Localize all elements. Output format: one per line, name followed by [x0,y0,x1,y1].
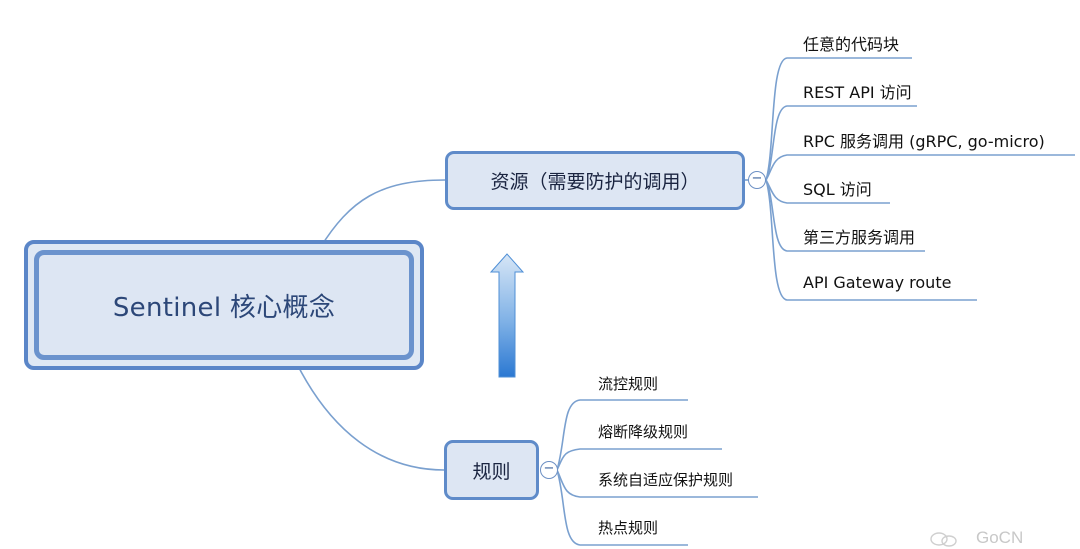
resource-item-sql[interactable]: SQL 访问 [803,180,872,199]
resource-node-label: 资源（需要防护的调用） [490,171,700,193]
wechat-logo-icon [930,532,957,547]
rule-item-flow-control[interactable]: 流控规则 [598,375,659,393]
up-arrow-icon [489,253,525,378]
resource-item-api-gateway[interactable]: API Gateway route [803,273,952,292]
rule-node-label: 规则 [472,460,511,483]
collapse-icon: − [543,461,555,476]
resource-collapse-button[interactable]: − [748,171,766,189]
rule-node[interactable]: 规则 [444,440,539,500]
connector-root-rule [295,361,445,471]
resource-item-third-party[interactable]: 第三方服务调用 [803,228,916,247]
resource-node[interactable]: 资源（需要防护的调用） [445,151,745,210]
resource-item-rpc[interactable]: RPC 服务调用 (gRPC, go-micro) [803,132,1045,151]
resource-item-rest-api[interactable]: REST API 访问 [803,83,912,102]
rule-branches [556,399,758,546]
rule-item-system-adaptive[interactable]: 系统自适应保护规则 [598,471,734,489]
rule-item-circuit-breaking[interactable]: 熔断降级规则 [598,423,689,441]
connector-root-resource [319,179,446,249]
rule-item-hotspot[interactable]: 热点规则 [598,519,659,537]
watermark-text: GoCN [976,528,1024,547]
rule-collapse-button[interactable]: − [540,461,558,479]
resource-item-code-block[interactable]: 任意的代码块 [803,35,900,54]
root-node[interactable]: Sentinel 核心概念 [34,250,414,360]
collapse-icon: − [751,171,763,186]
root-node-label: Sentinel 核心概念 [112,292,336,323]
resource-branches [765,57,1075,301]
